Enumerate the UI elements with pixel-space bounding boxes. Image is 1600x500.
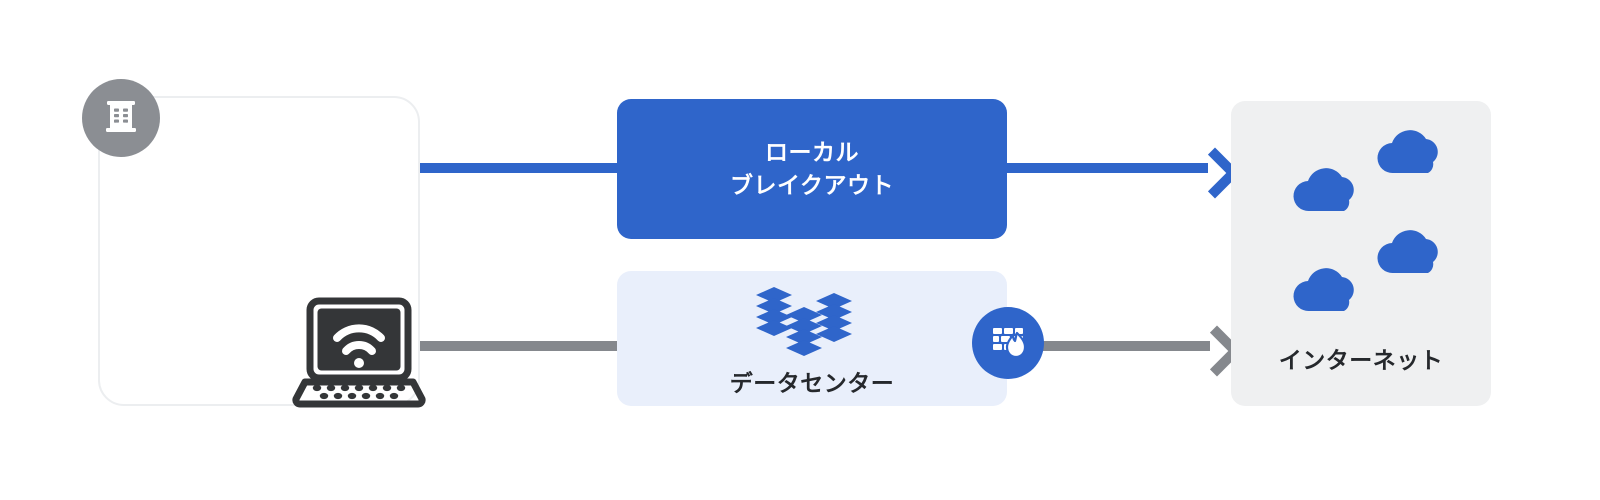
connector-office-to-breakout	[418, 163, 622, 173]
branch-office-card	[98, 96, 426, 408]
cloud-icon	[1287, 161, 1359, 213]
local-breakout-label: ローカル ブレイクアウト	[729, 139, 895, 198]
cloud-icon	[1287, 261, 1359, 313]
data-center-label: データセンター	[729, 370, 895, 396]
server-stack-icon	[752, 285, 872, 363]
data-center-box[interactable]: データセンター	[617, 271, 1007, 406]
cloud-icon	[1371, 223, 1443, 275]
local-breakout-box[interactable]: ローカル ブレイクアウト	[617, 99, 1007, 239]
building-icon	[99, 94, 143, 143]
building-badge	[82, 79, 160, 157]
internet-box[interactable]: インターネット	[1231, 101, 1491, 406]
firewall-badge[interactable]	[972, 307, 1044, 379]
connector-office-to-datacenter	[418, 341, 622, 351]
cloud-icon	[1371, 123, 1443, 175]
connector-firewall-to-internet	[1040, 341, 1210, 351]
laptop-wifi-icon	[291, 294, 427, 408]
connector-breakout-to-internet	[1003, 163, 1208, 173]
firewall-brick-flame-icon	[986, 319, 1030, 368]
internet-label: インターネット	[1278, 347, 1444, 373]
